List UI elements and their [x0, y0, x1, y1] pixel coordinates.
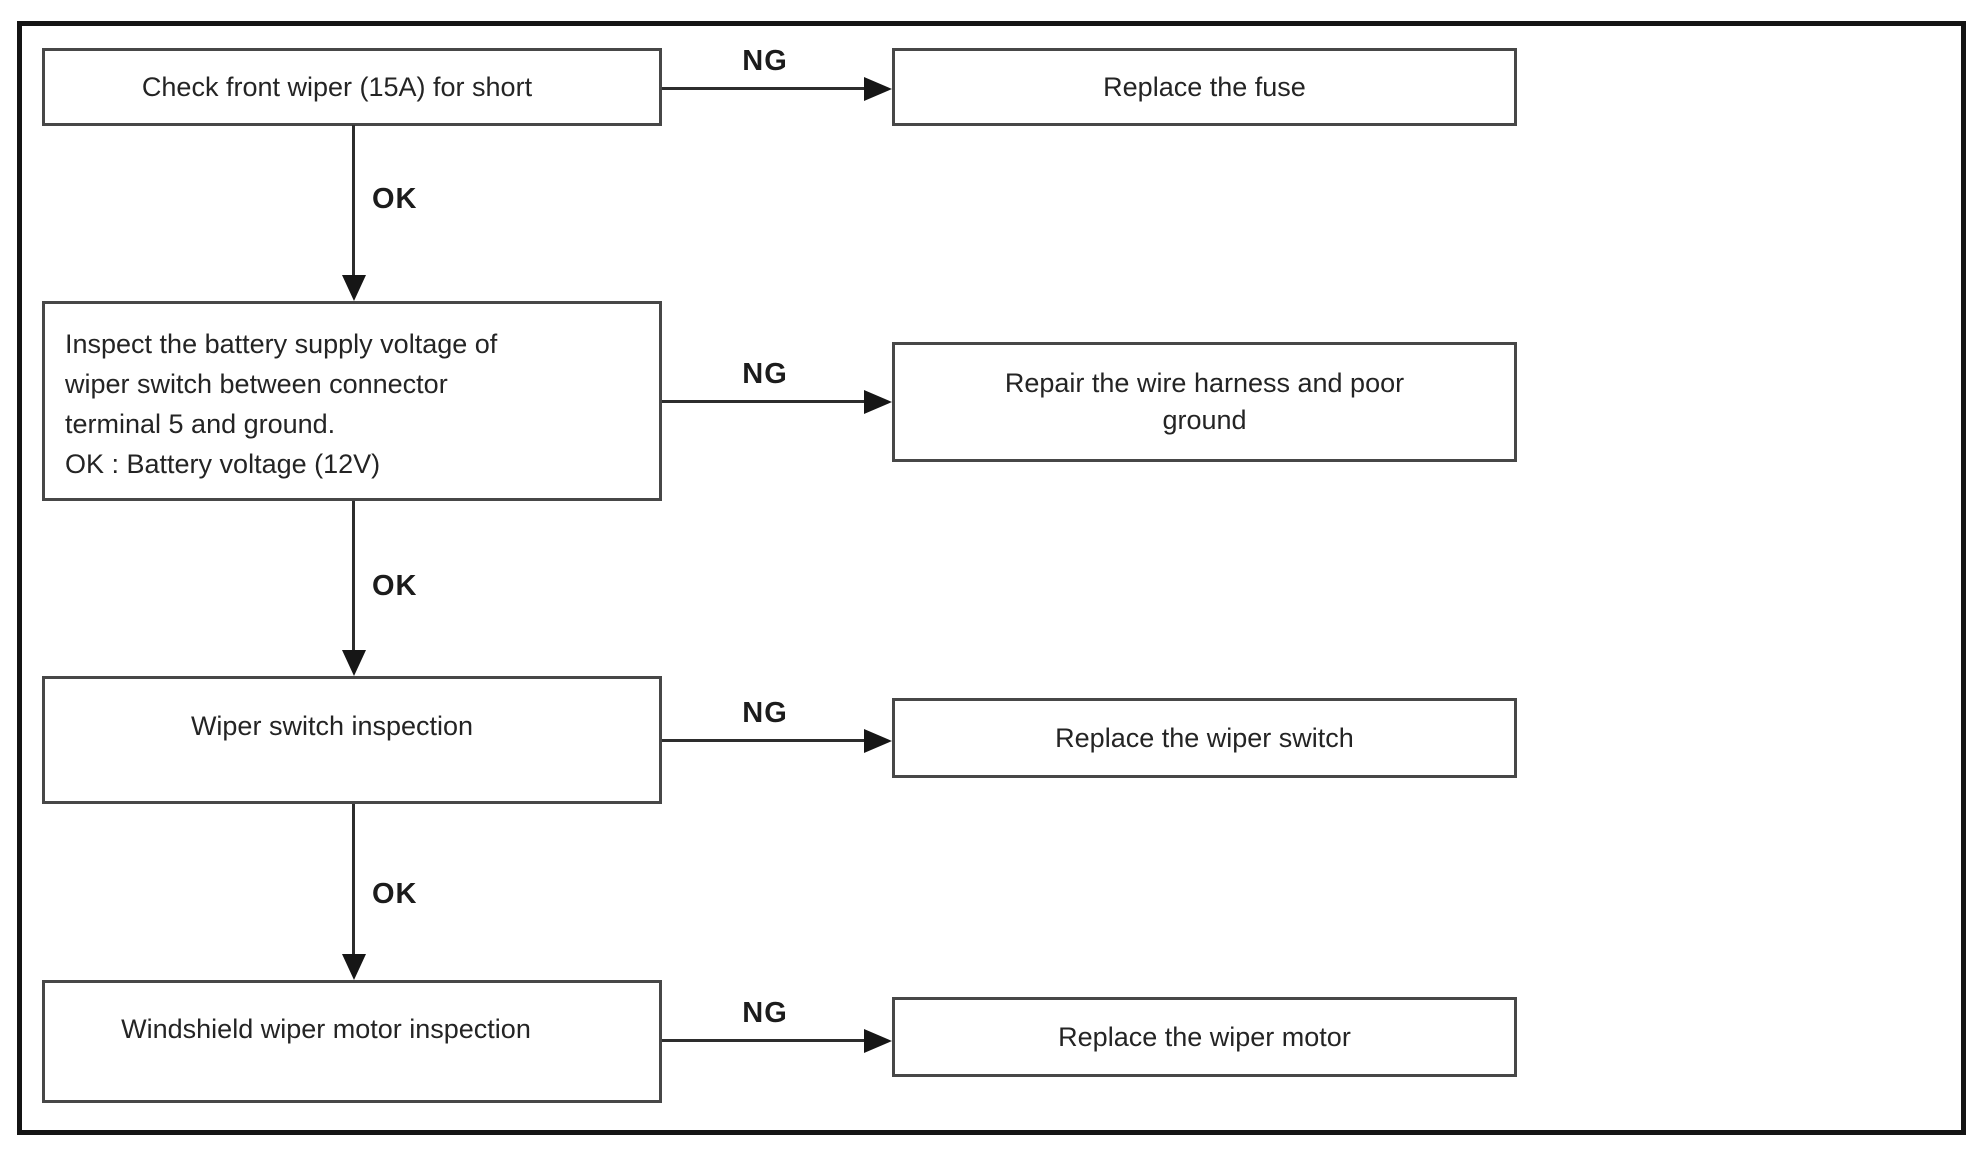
ng-label-1: NG [742, 45, 788, 77]
flow-action-label: Replace the wiper switch [1055, 723, 1354, 753]
ok-label-3: OK [372, 878, 418, 910]
flow-action-text-line: ground [1162, 405, 1247, 435]
flow-step-inspect-voltage: Inspect the battery supply voltage of wi… [42, 301, 662, 501]
ok-label-1: OK [372, 183, 418, 215]
flow-step-check-fuse: Check front wiper (15A) for short [42, 48, 662, 126]
ng-connector-line-4 [662, 1039, 874, 1042]
diagram-outer-frame [17, 21, 1966, 1135]
arrowhead-down-icon [341, 275, 366, 301]
flow-action-replace-wiper-switch: Replace the wiper switch [892, 698, 1517, 778]
flow-action-replace-wiper-motor: Replace the wiper motor [892, 997, 1517, 1077]
flow-action-label: Replace the wiper motor [1058, 1022, 1351, 1052]
ok-connector-line-3 [352, 804, 355, 960]
flow-action-label: Replace the fuse [1103, 72, 1306, 102]
arrowhead-down-icon [341, 954, 366, 980]
ok-connector-line-2 [352, 501, 355, 656]
arrowhead-right-icon [864, 728, 892, 753]
flow-step-label: Wiper switch inspection [190, 711, 474, 741]
ok-label-2: OK [372, 570, 418, 602]
ng-label-3: NG [742, 697, 788, 729]
ng-label-2: NG [742, 358, 788, 390]
ng-connector-line-2 [662, 400, 874, 403]
flow-step-wiper-motor-inspection: Windshield wiper motor inspection [42, 980, 662, 1103]
flow-step-text-line: wiper switch between connector [65, 369, 448, 399]
ok-connector-line-1 [352, 125, 355, 281]
arrowhead-right-icon [864, 76, 892, 101]
flow-action-repair-harness: Repair the wire harness and poor ground [892, 342, 1517, 462]
flow-step-label: Windshield wiper motor inspection [121, 1013, 531, 1044]
flow-action-replace-fuse: Replace the fuse [892, 48, 1517, 126]
flow-step-wiper-switch-inspection: Wiper switch inspection [42, 676, 662, 804]
arrowhead-right-icon [864, 389, 892, 414]
flow-action-text-line: Repair the wire harness and poor [1004, 368, 1405, 398]
ng-connector-line-1 [662, 87, 874, 90]
flow-step-label: Check front wiper (15A) for short [141, 72, 533, 102]
flow-step-text-line: OK : Battery voltage (12V) [65, 449, 381, 479]
flow-step-text-line: terminal 5 and ground. [65, 409, 336, 439]
flow-step-text-line: Inspect the battery supply voltage of [65, 329, 498, 359]
ng-connector-line-3 [662, 739, 874, 742]
arrowhead-down-icon [341, 650, 366, 676]
ng-label-4: NG [742, 997, 788, 1029]
arrowhead-right-icon [864, 1028, 892, 1053]
